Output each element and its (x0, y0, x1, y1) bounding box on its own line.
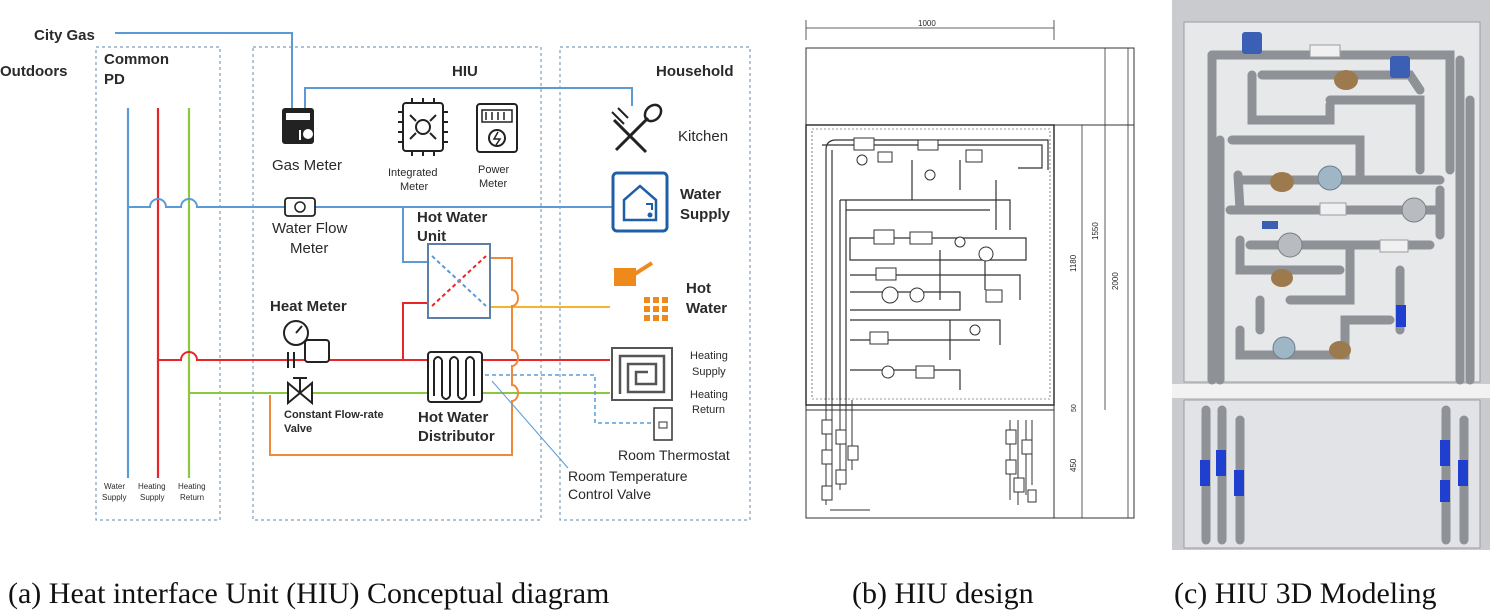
panel-c-3d-model (1172, 0, 1490, 550)
riser-water-label-2: Supply (102, 493, 126, 502)
common-pd-label-2: PD (104, 71, 125, 88)
heating-supply-label-2: Supply (692, 366, 726, 378)
caption-b: (b) HIU design (852, 577, 1034, 610)
gas-meter-icon (282, 108, 314, 144)
riser-water-label-1: Water (104, 482, 125, 491)
common-pd-zone (95, 46, 221, 521)
integrated-meter-label-2: Meter (400, 181, 428, 193)
dim-lower-height: 450 (1069, 458, 1078, 472)
hiu-label: HIU (452, 63, 478, 80)
heating-supply-label-1: Heating (690, 350, 728, 362)
thermostat-icon (653, 407, 673, 441)
panel-a-conceptual-diagram: City Gas Outdoors Common PD HIU Househol… (0, 27, 751, 521)
valve-leader (491, 380, 569, 469)
distributor-loop (269, 257, 519, 456)
household-zone (559, 46, 751, 521)
heat-meter-icon (283, 320, 330, 368)
panel-b-hiu-design: 1000 2000 1550 1180 50 450 (805, 19, 1135, 519)
caption-c: (c) HIU 3D Modeling (1174, 577, 1436, 610)
hot-water-label-2: Water (686, 300, 727, 317)
model-components (1242, 32, 1427, 360)
chip-icon (398, 98, 448, 156)
valve-icon (287, 377, 313, 406)
dim-upper-height: 1550 (1091, 222, 1100, 240)
water-supply-label-2: Supply (680, 206, 731, 223)
design-piping (822, 139, 1049, 400)
heating-return-label-1: Heating (690, 389, 728, 401)
shower-icon (614, 261, 668, 321)
riser-heating-supply-label-2: Supply (140, 493, 164, 502)
heat-meter-label: Heat Meter (270, 298, 347, 315)
distributor-icon (427, 351, 483, 403)
kitchen-label: Kitchen (678, 128, 728, 145)
power-meter-label-1: Power (478, 164, 510, 176)
constant-flow-valve-label-2: Valve (284, 423, 312, 435)
household-label: Household (656, 63, 734, 80)
hot-water-label-1: Hot (686, 280, 711, 297)
constant-flow-valve-label-1: Constant Flow-rate (284, 409, 384, 421)
water-flow-meter-label-2: Meter (290, 240, 328, 257)
model-lower-pipes (1200, 405, 1469, 545)
distributor-label-2: Distributor (418, 428, 495, 445)
city-gas-label: City Gas (34, 27, 95, 44)
hot-water-unit-label-1: Hot Water (417, 209, 487, 226)
caption-a: (a) Heat interface Unit (HIU) Conceptual… (8, 577, 609, 610)
design-drop-valves (821, 419, 1037, 503)
room-thermostat-label: Room Thermostat (618, 447, 730, 463)
room-temp-valve-label-2: Control Valve (568, 486, 651, 502)
outdoors-label: Outdoors (0, 63, 68, 80)
underfloor-heating-icon (611, 347, 673, 401)
hiu-zone (252, 46, 542, 521)
kitchen-icon (611, 103, 663, 154)
thermostat-signal (478, 374, 654, 424)
dim-cabinet-height: 1180 (1069, 254, 1078, 272)
riser-heating-return-label-1: Heating (178, 482, 206, 491)
distributor-label-1: Hot Water (418, 409, 488, 426)
hot-water-unit-label-2: Unit (417, 228, 446, 245)
water-to-hwu (402, 207, 428, 263)
power-meter-icon (476, 103, 518, 153)
gas-to-kitchen-pipe (304, 87, 633, 108)
water-flow-meter-icon (284, 197, 316, 217)
gas-meter-label: Gas Meter (272, 157, 342, 174)
heating-supply-pipe (158, 351, 430, 361)
primary-to-hwu (402, 302, 428, 360)
water-supply-pipe (128, 198, 614, 208)
dim-width: 1000 (918, 19, 936, 28)
riser-heating-supply-label-1: Heating (138, 482, 166, 491)
heating-return-label-2: Return (692, 404, 725, 416)
common-pd-label-1: Common (104, 51, 169, 68)
water-flow-meter-label-1: Water Flow (272, 220, 347, 237)
dim-gap-height: 50 (1071, 404, 1078, 412)
design-components (853, 137, 1003, 379)
room-temp-valve-label-1: Room Temperature (568, 468, 688, 484)
city-gas-pipe (115, 32, 293, 108)
water-supply-icon (611, 171, 669, 233)
power-meter-label-2: Meter (479, 178, 507, 190)
riser-heating-return-label-2: Return (180, 493, 204, 502)
water-supply-label-1: Water (680, 186, 721, 203)
hwu-cold-diag (431, 255, 487, 307)
integrated-meter-label-1: Integrated (388, 167, 438, 179)
dim-total-height: 2000 (1111, 272, 1120, 290)
